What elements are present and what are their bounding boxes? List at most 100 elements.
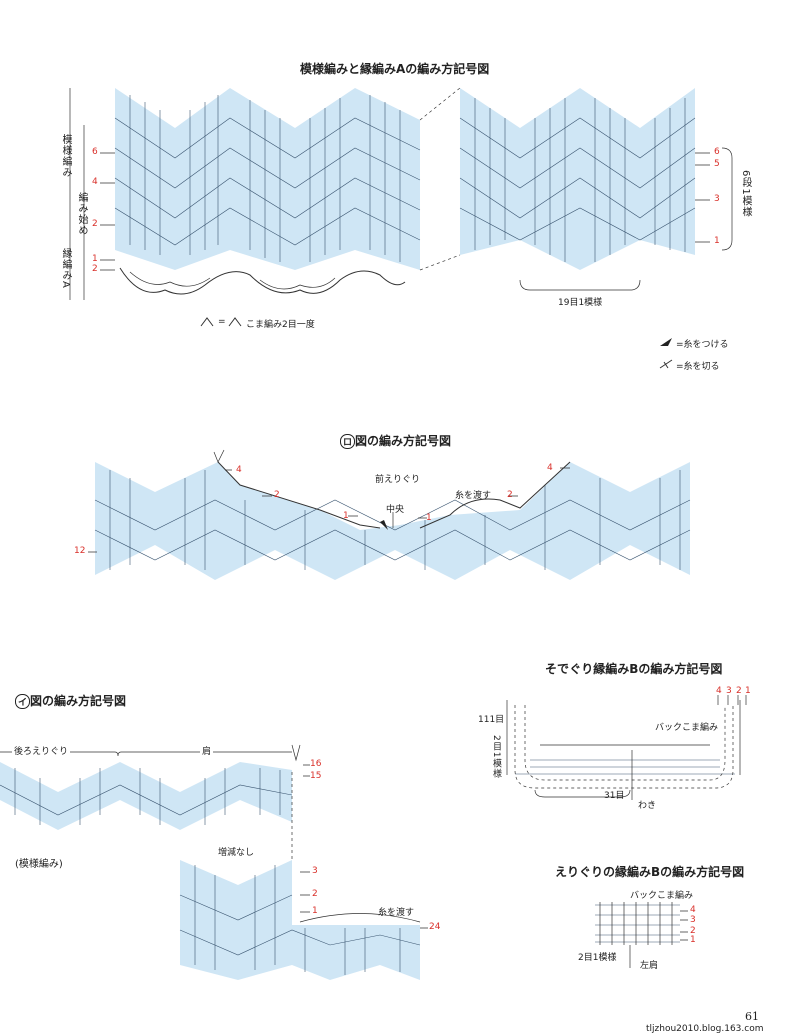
label-center: 中央 [386, 505, 405, 515]
row-label: 4 [92, 177, 98, 187]
row-label: 3 [714, 194, 720, 204]
sleeve-num: 1 [745, 686, 751, 696]
repeat-stitches-label: 19目1模様 [558, 298, 603, 308]
row-label: 12 [74, 546, 86, 556]
row-label: 16 [310, 759, 322, 769]
break-line [419, 87, 461, 271]
row-label: 2 [92, 264, 98, 274]
row-label: 24 [429, 922, 441, 932]
sleeve-side-label: わき [638, 801, 657, 811]
label-shoulder: 肩 [200, 744, 214, 757]
row-label: 5 [714, 159, 720, 169]
row-label: 15 [310, 771, 322, 781]
row-label: 4 [547, 463, 553, 473]
collar-columns [599, 902, 673, 945]
page-number: 61 [745, 1010, 759, 1023]
side-label-start: 編み始め [76, 192, 87, 236]
side-label-repeat-rows: 6段1模様 [740, 170, 751, 218]
sleeve-31-bracket [534, 789, 631, 798]
row-label: 2 [507, 490, 513, 500]
join-yarn-icon [660, 338, 672, 346]
ro-stitch-rows [94, 470, 691, 570]
row-label: 1 [92, 254, 98, 264]
i-stitch-rows [0, 768, 421, 975]
row-label: 2 [690, 926, 696, 936]
sleeve-num: 3 [726, 686, 732, 696]
i-row-arrows [300, 764, 428, 929]
ro-row-arrows [88, 467, 570, 553]
diagram-sleeve-title: そでぐり縁編みBの編み方記号図 [545, 662, 723, 676]
pattern-panel-right [460, 88, 695, 270]
center-arrow [380, 520, 388, 530]
bracket-repeat [519, 279, 641, 291]
sleeve-dashed-outer [514, 705, 734, 789]
sc2tog-symbol [200, 317, 214, 327]
legend-join: =糸をつける [676, 340, 729, 350]
ro-neck-edge [217, 461, 381, 529]
row-label: 4 [690, 905, 696, 915]
collar-left-shoulder-label: 左肩 [640, 961, 659, 971]
legend-sc2tog: こま編み2目一度 [246, 320, 315, 330]
label-carry-yarn-i: 糸を渡す [378, 908, 415, 918]
sleeve-rows [515, 759, 735, 775]
footer-url: tljzhou2010.blog.163.com [646, 1024, 764, 1034]
badge-i: イ [15, 694, 31, 709]
row-label: 6 [714, 147, 720, 157]
badge-ro: ロ [340, 434, 356, 449]
sleeve-back-sc-label: バックこま編み [655, 723, 719, 733]
collar-row-arrows [680, 910, 688, 941]
side-label-pattern: 模様編み [60, 134, 71, 178]
row-label: 1 [690, 935, 696, 945]
row-label: 1 [312, 906, 318, 916]
ro-panel [95, 462, 690, 580]
row-label: 3 [312, 866, 318, 876]
diagram-collar-title: えりぐりの縁編みBの編み方記号図 [555, 865, 745, 879]
row-label: 6 [92, 147, 98, 157]
i-carry-yarn-curve [299, 913, 421, 923]
cut-yarn-icon [659, 359, 673, 369]
diagram-ro-title: ロ図の編み方記号図 [340, 432, 451, 449]
label-front-neck: 前えりぐり [375, 475, 421, 485]
diagram-a-title: 模様編みと縁編みAの編み方記号図 [300, 62, 490, 76]
row-label: 1 [426, 513, 432, 523]
sleeve-num: 2 [736, 686, 742, 696]
i-panel-bottom [180, 860, 420, 980]
i-cut-mark [291, 744, 301, 762]
legend-equals: = [218, 317, 226, 327]
sleeve-dashed-inner [524, 705, 726, 781]
row-arrows-left [100, 152, 115, 271]
row-label: 2 [274, 490, 280, 500]
edge-a-scallops [119, 267, 406, 295]
collar-back-sc-label: バックこま編み [630, 891, 694, 901]
row-label: 4 [236, 465, 242, 475]
side-label-edge: 縁編みA [60, 248, 71, 289]
row-label: 2 [92, 219, 98, 229]
row-arrows-right [695, 152, 710, 243]
vertical-stitches [129, 95, 686, 262]
fan-stitch-rows [114, 117, 696, 246]
sleeve-111-label: 111目 [478, 715, 505, 725]
label-pattern: (模様編み) [15, 859, 63, 870]
diagram-i-title: イ図の編み方記号図 [15, 692, 126, 709]
sleeve-31-label: 31目 [604, 791, 625, 801]
label-back-neck: 後ろえりぐり [12, 744, 71, 757]
sc2tog-symbol-2 [228, 317, 242, 327]
label-no-change: 増減なし [218, 848, 255, 858]
row-label: 1 [714, 236, 720, 246]
collar-rows [595, 904, 680, 943]
collar-repeat-label: 2目1模様 [578, 953, 617, 963]
sleeve-repeat-label: 2目1模様 [491, 735, 501, 779]
sleeve-sides [506, 700, 741, 775]
label-carry-yarn: 糸を渡す [455, 491, 492, 501]
ro-cut-mark [213, 449, 225, 463]
row-label: 3 [690, 915, 696, 925]
sleeve-top-arrows [717, 695, 747, 705]
row-label: 1 [343, 511, 349, 521]
i-panel-top [0, 762, 292, 830]
i-top-bracket [0, 751, 292, 757]
bracket-right [721, 147, 733, 251]
